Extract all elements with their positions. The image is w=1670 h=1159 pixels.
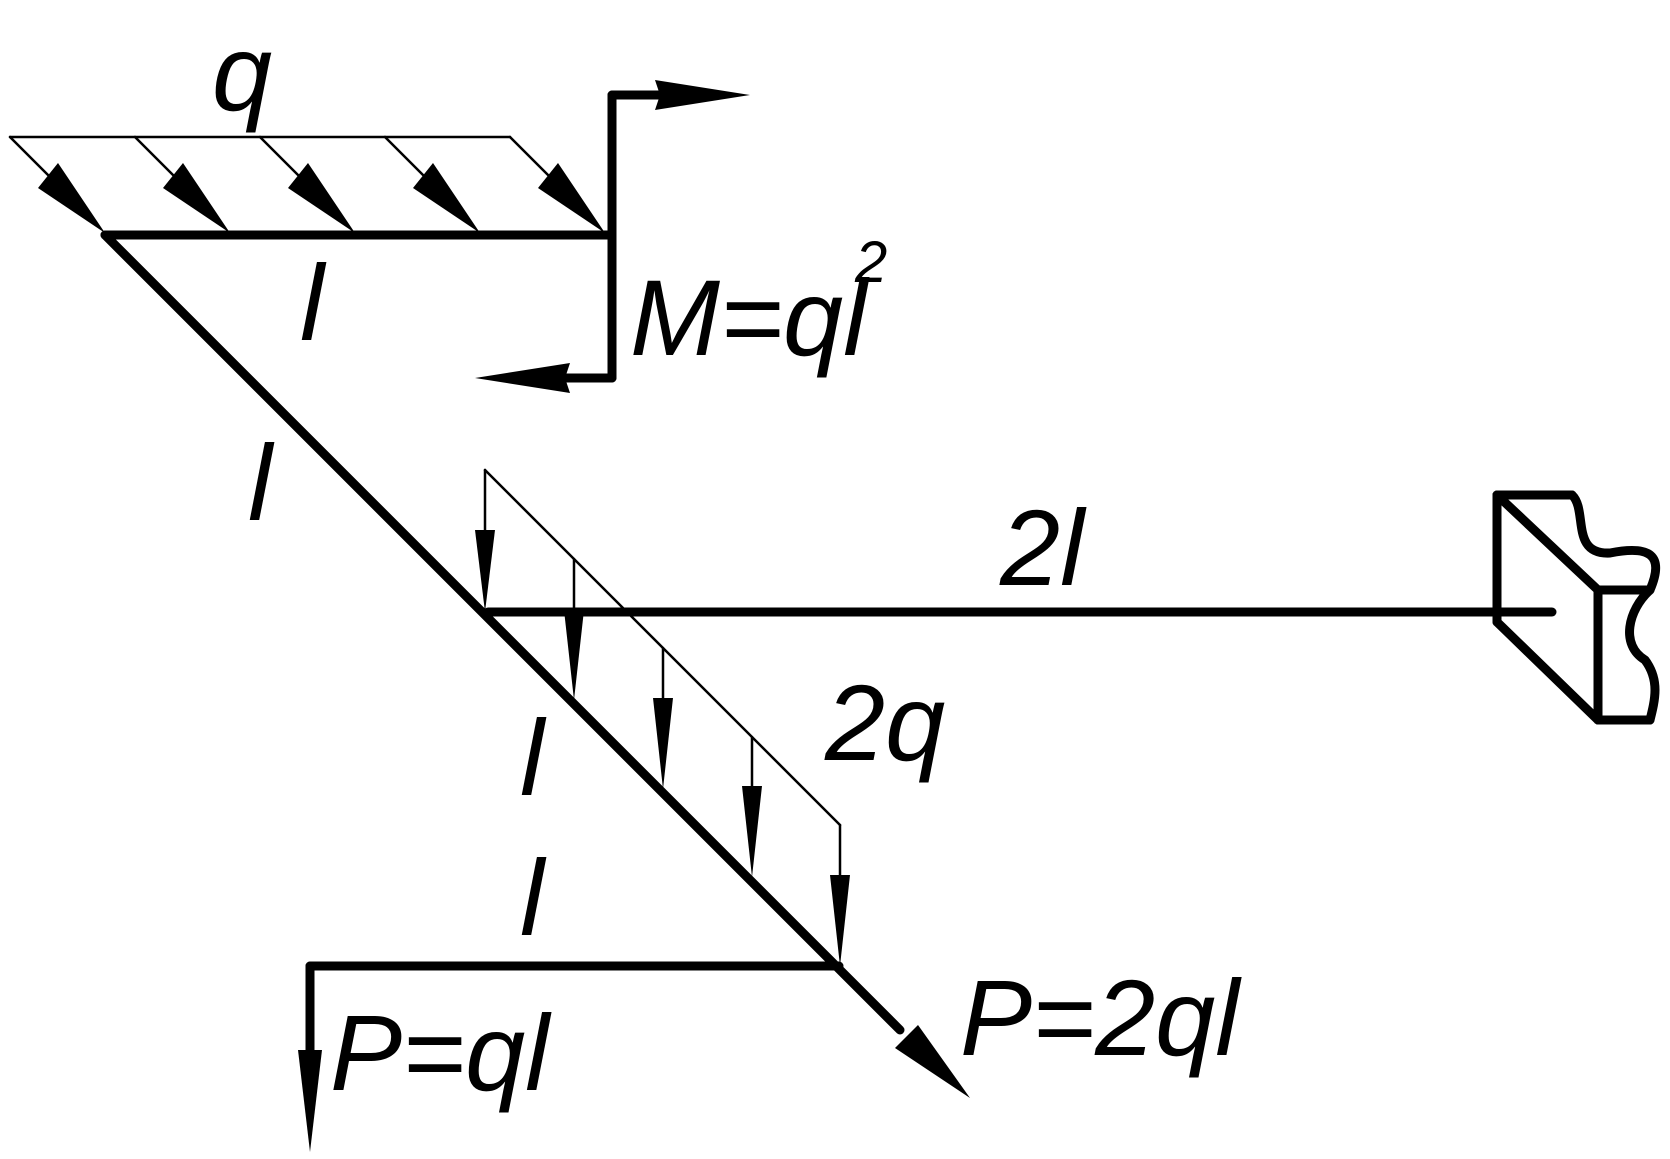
label-p-2ql: P=2ql (960, 957, 1242, 1078)
q-arrow-3 (288, 163, 355, 233)
2q-arrow-3 (653, 698, 673, 789)
moment-arrow-right (655, 80, 750, 110)
label-q-top: q (212, 12, 272, 133)
q-arrow-1 (38, 163, 105, 233)
distributed-load-q (8, 135, 605, 233)
label-moment: M=ql (630, 257, 870, 378)
label-l-diagonal-mid: l (520, 697, 547, 818)
label-2q: 2q (824, 662, 945, 783)
label-p-ql: P=ql (330, 992, 552, 1113)
frame-members (100, 230, 1557, 1065)
diagonal-member (100, 230, 905, 1035)
2q-arrow-4 (742, 786, 762, 877)
label-l-bottom-beam: l (520, 837, 547, 958)
label-2l: 2l (999, 487, 1087, 608)
2q-arrow-5 (830, 875, 850, 966)
labels: q l M=ql 2 l 2l 2q l l P=ql P=2ql (212, 12, 1242, 1113)
fixed-support (1492, 490, 1661, 725)
q-arrow-2 (163, 163, 230, 233)
moment-couple (475, 80, 750, 393)
label-l-top-beam: l (300, 242, 327, 363)
distributed-load-2q (475, 468, 850, 966)
moment-arrow-left (475, 363, 570, 393)
q-arrow-4 (413, 163, 480, 233)
2q-arrow-1 (475, 530, 495, 612)
label-l-diagonal-upper: l (248, 422, 275, 543)
q-arrow-5 (538, 163, 605, 233)
force-arrow-ql (298, 1050, 322, 1152)
force-arrow-2ql (895, 1025, 970, 1098)
label-moment-exponent: 2 (854, 230, 887, 295)
2q-arrow-2 (564, 610, 584, 700)
